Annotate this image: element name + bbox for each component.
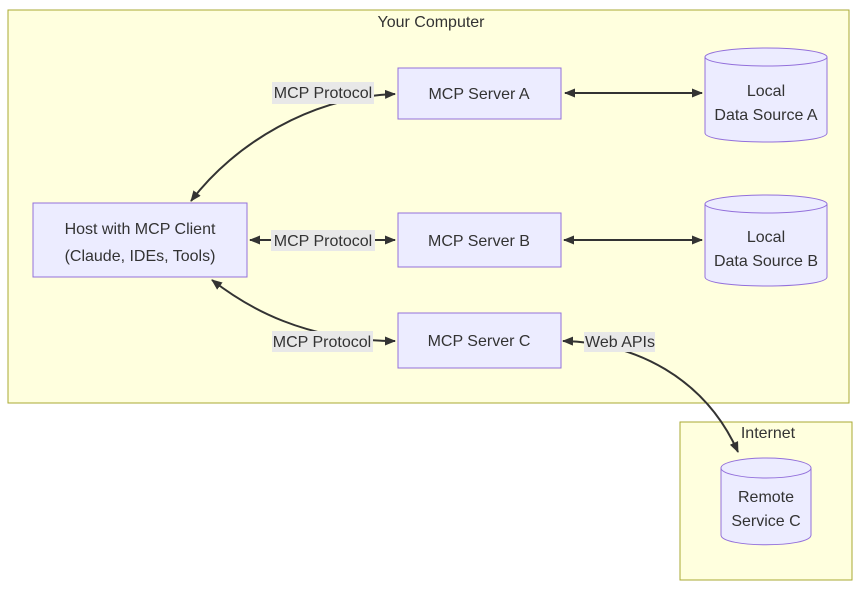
edge-labels: MCP Protocol MCP Protocol MCP Protocol W… xyxy=(271,82,655,352)
internet-title: Internet xyxy=(741,425,796,442)
node-mcp-server-a: MCP Server A xyxy=(397,67,562,120)
mcp-server-a-box xyxy=(397,67,562,120)
database-cylinder-top-icon xyxy=(720,457,812,479)
mcp-server-c-label: MCP Server C xyxy=(428,333,531,350)
your-computer-title: Your Computer xyxy=(377,14,485,31)
node-host-with-mcp-client: Host with MCP Client (Claude, IDEs, Tool… xyxy=(32,202,248,278)
node-mcp-server-c: MCP Server C xyxy=(397,312,562,369)
edge-label-text: MCP Protocol xyxy=(274,233,372,250)
database-cylinder-top-icon xyxy=(704,47,828,67)
node-mcp-server-b: MCP Server B xyxy=(397,212,562,268)
edge-label-bg xyxy=(272,82,374,104)
data-source-b-label-line1: Local xyxy=(747,229,785,246)
edge-label-mcp-protocol-b: MCP Protocol xyxy=(271,230,375,251)
edge-label-text: Web APIs xyxy=(585,334,655,351)
edge-label-text: MCP Protocol xyxy=(274,85,372,102)
database-cylinder-icon xyxy=(704,203,828,287)
edge-label-bg xyxy=(584,332,655,352)
database-cylinder-top-icon xyxy=(704,194,828,214)
edge-label-web-apis: Web APIs xyxy=(584,332,655,352)
database-cylinder-icon xyxy=(720,467,812,546)
node-local-data-source-a: Local Data Source A xyxy=(704,47,828,143)
mcp-server-c-box xyxy=(397,312,562,369)
data-source-a-label-line2: Data Source A xyxy=(714,107,818,124)
host-node-label-line2: (Claude, IDEs, Tools) xyxy=(65,248,216,265)
remote-service-c-label-line1: Remote xyxy=(738,489,794,506)
remote-service-c-label-line2: Service C xyxy=(731,513,800,530)
database-cylinder-icon xyxy=(704,56,828,143)
node-local-data-source-b: Local Data Source B xyxy=(704,194,828,287)
data-source-a-label-line1: Local xyxy=(747,83,785,100)
edge-label-mcp-protocol-c: MCP Protocol xyxy=(272,331,373,352)
nodes: Host with MCP Client (Claude, IDEs, Tool… xyxy=(32,47,828,546)
data-source-b-label-line2: Data Source B xyxy=(714,253,818,270)
edge-label-bg xyxy=(272,331,373,352)
edge-label-bg xyxy=(271,230,375,251)
mcp-server-b-label: MCP Server B xyxy=(428,233,530,250)
node-remote-service-c: Remote Service C xyxy=(720,457,812,546)
host-node-label-line1: Host with MCP Client xyxy=(65,221,216,238)
host-node-box xyxy=(32,202,248,278)
mcp-server-a-label: MCP Server A xyxy=(428,86,529,103)
mcp-server-b-box xyxy=(397,212,562,268)
edge-label-mcp-protocol-a: MCP Protocol xyxy=(272,82,374,104)
edge-label-text: MCP Protocol xyxy=(273,334,371,351)
